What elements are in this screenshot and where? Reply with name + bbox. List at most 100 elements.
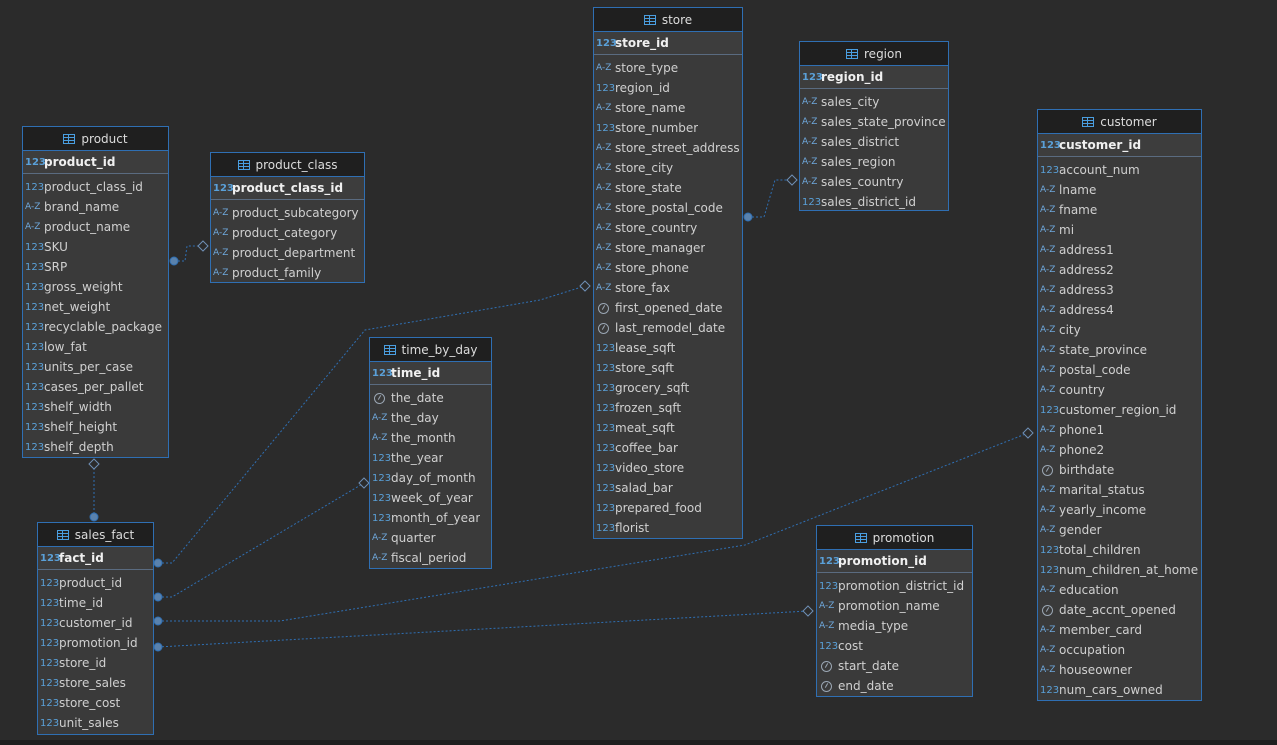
entity-header[interactable]: product: [23, 127, 168, 151]
column-row[interactable]: last_remodel_date: [594, 318, 742, 338]
column-row[interactable]: first_opened_date: [594, 298, 742, 318]
entity-header[interactable]: product_class: [211, 153, 364, 177]
entity-header[interactable]: time_by_day: [370, 338, 491, 362]
column-row[interactable]: end_date: [817, 676, 972, 696]
entity-header[interactable]: region: [800, 42, 948, 66]
column-row[interactable]: birthdate: [1038, 460, 1201, 480]
column-row[interactable]: date_accnt_opened: [1038, 600, 1201, 620]
entity-header[interactable]: store: [594, 8, 742, 32]
entity-header[interactable]: sales_fact: [38, 523, 153, 547]
column-row[interactable]: start_date: [817, 656, 972, 676]
